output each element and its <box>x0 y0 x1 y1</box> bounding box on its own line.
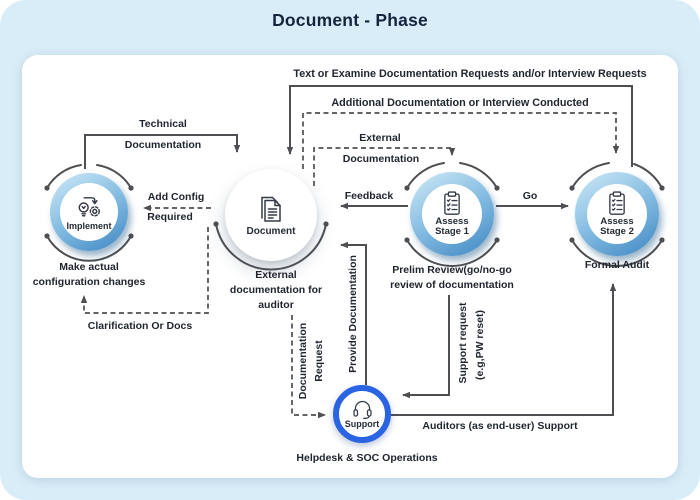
edge-label-add-config-2: Required <box>147 211 193 223</box>
edge-label-technical-1: Technical <box>139 118 187 130</box>
document-icon <box>261 196 281 222</box>
edge-documentation-request-line <box>291 315 326 419</box>
diagram-canvas: Text or Examine Documentation Requests a… <box>22 55 678 478</box>
support-sublabel: Helpdesk & SOC Operations <box>296 452 438 464</box>
node-implement: Implement <box>50 173 128 251</box>
assess-stage-1-ring: Assess Stage 1 <box>410 172 494 256</box>
document-label: Document <box>246 225 296 237</box>
edge-external-documentation-line <box>313 147 456 186</box>
assess-stage-1-sublabel: Prelim Review(go/no-go review of documen… <box>390 264 514 291</box>
orbit-end-dots <box>44 185 665 243</box>
node-document: Document <box>225 169 317 261</box>
lightbulb-gear-icon <box>78 197 100 217</box>
edge-additional-documentation-line <box>302 112 620 169</box>
edge-label-external-doc-1: External <box>359 132 401 144</box>
assess-stage-2-ring: Assess Stage 2 <box>575 172 659 256</box>
assess-stage-2-label: Assess Stage 2 <box>600 215 634 237</box>
page-title: Document - Phase <box>272 10 428 30</box>
edge-label-auditors-support: Auditors (as end-user) Support <box>422 420 578 432</box>
edge-text-or-examine-line <box>286 85 633 167</box>
edge-label-clarification: Clarification Or Docs <box>87 320 193 332</box>
edge-label-feedback: Feedback <box>344 190 394 202</box>
clipboard-checklist-icon <box>444 190 460 215</box>
edge-label-top-dashed: Additional Documentation or Interview Co… <box>331 97 589 109</box>
edge-label-go: Go <box>522 190 538 202</box>
node-orbit-arcs <box>46 162 663 271</box>
connector-layer <box>44 85 665 419</box>
implement-sublabel: Make actual configuration changes <box>32 261 146 288</box>
edge-label-support-request-1: Support request <box>457 302 469 384</box>
edge-label-provide-doc: Provide Documentation <box>347 255 359 373</box>
edge-label-doc-request-1: Documentation <box>297 322 309 400</box>
edge-label-add-config-1: Add Config <box>147 191 205 203</box>
edge-label-external-doc-2: Documentation <box>342 153 420 165</box>
node-assess-stage-2: Assess Stage 2 <box>575 172 659 256</box>
edge-label-support-request-2: (e.g,PW reset) <box>474 309 486 381</box>
edge-clarification-line <box>80 227 209 314</box>
implement-ring: Implement <box>50 173 128 251</box>
clipboard-checklist-icon <box>609 190 625 215</box>
implement-label: Implement <box>66 221 112 231</box>
edge-support-request-line <box>402 295 450 399</box>
support-label: Support <box>344 419 380 429</box>
assess-stage-1-label: Assess Stage 1 <box>435 215 469 237</box>
edge-auditors-support-line <box>390 283 617 416</box>
assess-stage-2-sublabel: Formal Audit <box>584 259 650 271</box>
headset-icon <box>352 400 372 419</box>
edge-label-technical-2: Documentation <box>124 139 202 151</box>
node-support: Support <box>333 385 391 443</box>
edge-label-top-solid: Text or Examine Documentation Requests a… <box>293 68 647 80</box>
edge-label-doc-request-2: Request <box>313 340 325 382</box>
document-sublabel: External documentation for auditor <box>229 269 323 311</box>
node-assess-stage-1: Assess Stage 1 <box>410 172 494 256</box>
edge-technical-documentation-line <box>84 134 241 169</box>
edge-provide-documentation-line <box>340 241 367 385</box>
